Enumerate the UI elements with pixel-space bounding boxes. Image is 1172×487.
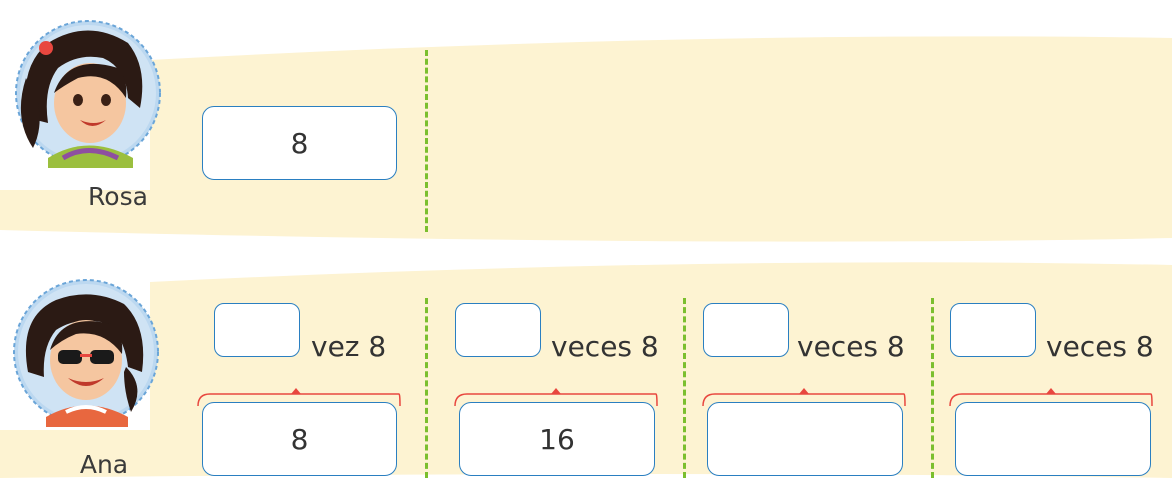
group1-brace [197, 388, 401, 407]
group1-result-box: 8 [202, 402, 397, 476]
group2-label: veces 8 [551, 330, 659, 363]
group4-label: veces 8 [1046, 330, 1154, 363]
group3-brace [702, 388, 906, 407]
ana-name-label: Ana [79, 450, 129, 479]
group2-count-box[interactable] [455, 303, 541, 357]
group3-result-box[interactable] [707, 402, 903, 476]
rosa-avatar [15, 20, 161, 168]
group4-result-box[interactable] [955, 402, 1151, 476]
group1-label: vez 8 [311, 330, 387, 363]
ana-avatar [13, 279, 159, 427]
group1-count-box[interactable] [214, 303, 300, 357]
group4-brace [949, 388, 1153, 407]
group2-result-box: 16 [459, 402, 655, 476]
ana-divider-3 [931, 298, 934, 478]
ana-divider-2 [683, 298, 686, 478]
group3-label: veces 8 [797, 330, 905, 363]
ana-divider-1 [425, 298, 428, 478]
rosa-name-label: Rosa [88, 182, 148, 211]
group4-count-box[interactable] [950, 303, 1036, 357]
rosa-row-band [0, 36, 1172, 242]
rosa-divider [425, 50, 428, 232]
group3-count-box[interactable] [703, 303, 789, 357]
group2-brace [454, 388, 658, 407]
rosa-value-box: 8 [202, 106, 397, 180]
